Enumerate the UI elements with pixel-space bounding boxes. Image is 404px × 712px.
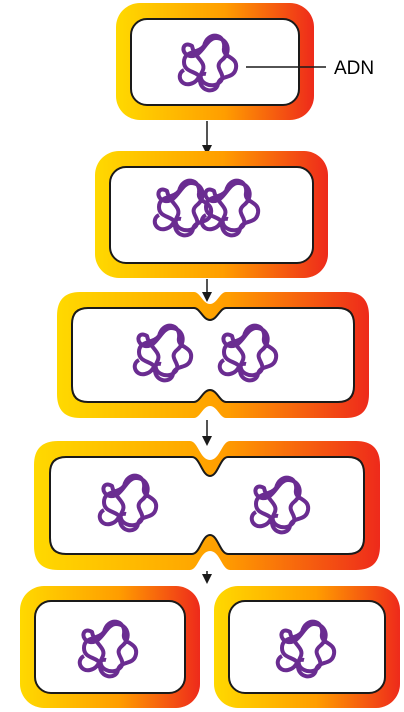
arrow-down <box>202 121 212 155</box>
daughter-cell-left <box>20 586 200 708</box>
cell-membrane <box>228 600 386 694</box>
cell-stage-2 <box>95 151 328 278</box>
arrow-down <box>202 279 212 302</box>
daughter-cell-right <box>214 586 400 708</box>
cell-membrane <box>71 307 355 403</box>
cell-stage-4 <box>34 441 380 570</box>
dna-label: ADN <box>334 58 374 79</box>
cell-stage-1: ADN <box>116 3 374 120</box>
cell-membrane <box>34 600 186 694</box>
arrow-down <box>202 571 212 584</box>
cell-stage-3 <box>57 292 369 418</box>
arrow-down <box>202 420 212 446</box>
cell-membrane <box>130 18 300 106</box>
